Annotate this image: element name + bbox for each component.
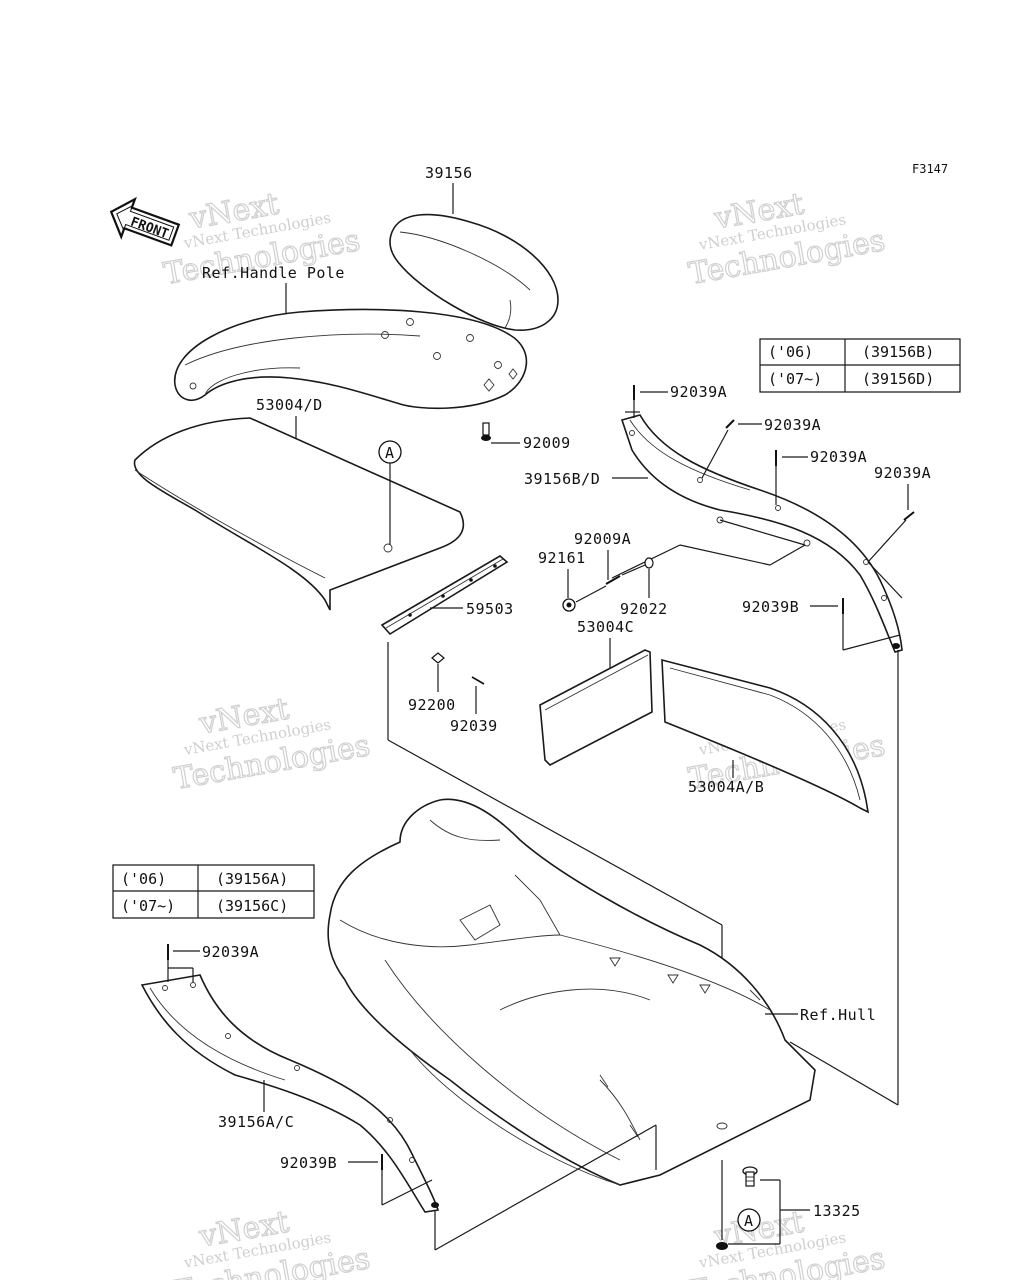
label-text: ('07~) <box>121 897 175 915</box>
circle-a-bottom-marker: A <box>737 1208 761 1232</box>
pin-92039a-2-icon <box>725 419 735 429</box>
watermarks: vNext vNext Technologies Technologies vN… <box>160 186 888 1280</box>
label-text: (39156C) <box>216 897 288 915</box>
callout-92022: 92022 <box>620 600 668 618</box>
year-table-left: ('06) (39156A) ('07~) (39156C) <box>112 864 315 919</box>
washer-92022-icon <box>644 557 654 569</box>
label-text: A <box>744 1212 754 1230</box>
callout-92039a-2: 92039A <box>764 416 821 434</box>
front-arrow-icon: FRONT <box>109 196 181 247</box>
screw-92009a-icon <box>605 575 621 585</box>
label-text: (39156A) <box>216 870 288 888</box>
year-table-right: ('06) (39156B) ('07~) (39156D) <box>759 338 961 393</box>
pin-92039-icon <box>471 676 485 685</box>
label-text: A <box>385 444 395 462</box>
figure-code: F3147 <box>912 162 948 176</box>
callout-92039: 92039 <box>450 717 498 735</box>
callout-92200: 92200 <box>408 696 456 714</box>
bolt-13325-icon <box>742 1166 758 1187</box>
callout-handle-pole: Ref.Handle Pole <box>202 264 345 282</box>
mat-53004ab <box>661 658 870 814</box>
nut-13325-icon <box>716 1242 728 1250</box>
label-text: ('07~) <box>768 370 822 388</box>
side-rail-39156bd <box>620 414 903 653</box>
screw-92009-icon <box>481 422 491 441</box>
callout-39156bd: 39156B/D <box>524 470 600 488</box>
handle-pole-cover <box>174 308 528 410</box>
callout-92039b-left: 92039B <box>280 1154 337 1172</box>
watermark-3: vNext vNext Technologies Technologies <box>170 691 373 798</box>
callout-92039a-1: 92039A <box>670 383 727 401</box>
callout-39156: 39156 <box>425 164 473 182</box>
callout-92039a-left: 92039A <box>202 943 259 961</box>
callout-13325: 13325 <box>813 1202 861 1220</box>
callout-92039a-3: 92039A <box>810 448 867 466</box>
side-rail-39156ac <box>140 974 440 1213</box>
circle-a-marker: A <box>378 440 402 464</box>
hull <box>327 798 816 1186</box>
mat-53004d <box>133 417 465 611</box>
label-text: (39156B) <box>862 343 934 361</box>
part-39156-pad <box>389 213 559 331</box>
callout-59503: 59503 <box>466 600 514 618</box>
mat-53004c <box>539 649 653 766</box>
callout-53004ab: 53004A/B <box>688 778 764 796</box>
label-text: ('06) <box>121 870 166 888</box>
nut-92161-icon <box>562 598 576 612</box>
pin-92039a-4-icon <box>903 511 915 521</box>
callout-92009: 92009 <box>523 434 571 452</box>
label-text: (39156D) <box>862 370 934 388</box>
callout-ref-hull: Ref.Hull <box>800 1006 876 1024</box>
callout-92161: 92161 <box>538 549 586 567</box>
callout-92039a-4: 92039A <box>874 464 931 482</box>
callout-92009a: 92009A <box>574 530 631 548</box>
strip-59503 <box>380 555 509 636</box>
callout-53004d: 53004/D <box>256 396 323 414</box>
callout-39156ac: 39156A/C <box>218 1113 294 1131</box>
callout-92039b-right: 92039B <box>742 598 799 616</box>
watermark-5: vNext vNext Technologies Technologies <box>170 1204 373 1280</box>
washer-92200-icon <box>431 652 445 664</box>
watermark-2: vNext vNext Technologies Technologies <box>685 186 888 293</box>
callout-53004c: 53004C <box>577 618 634 636</box>
label-text: ('06) <box>768 343 813 361</box>
